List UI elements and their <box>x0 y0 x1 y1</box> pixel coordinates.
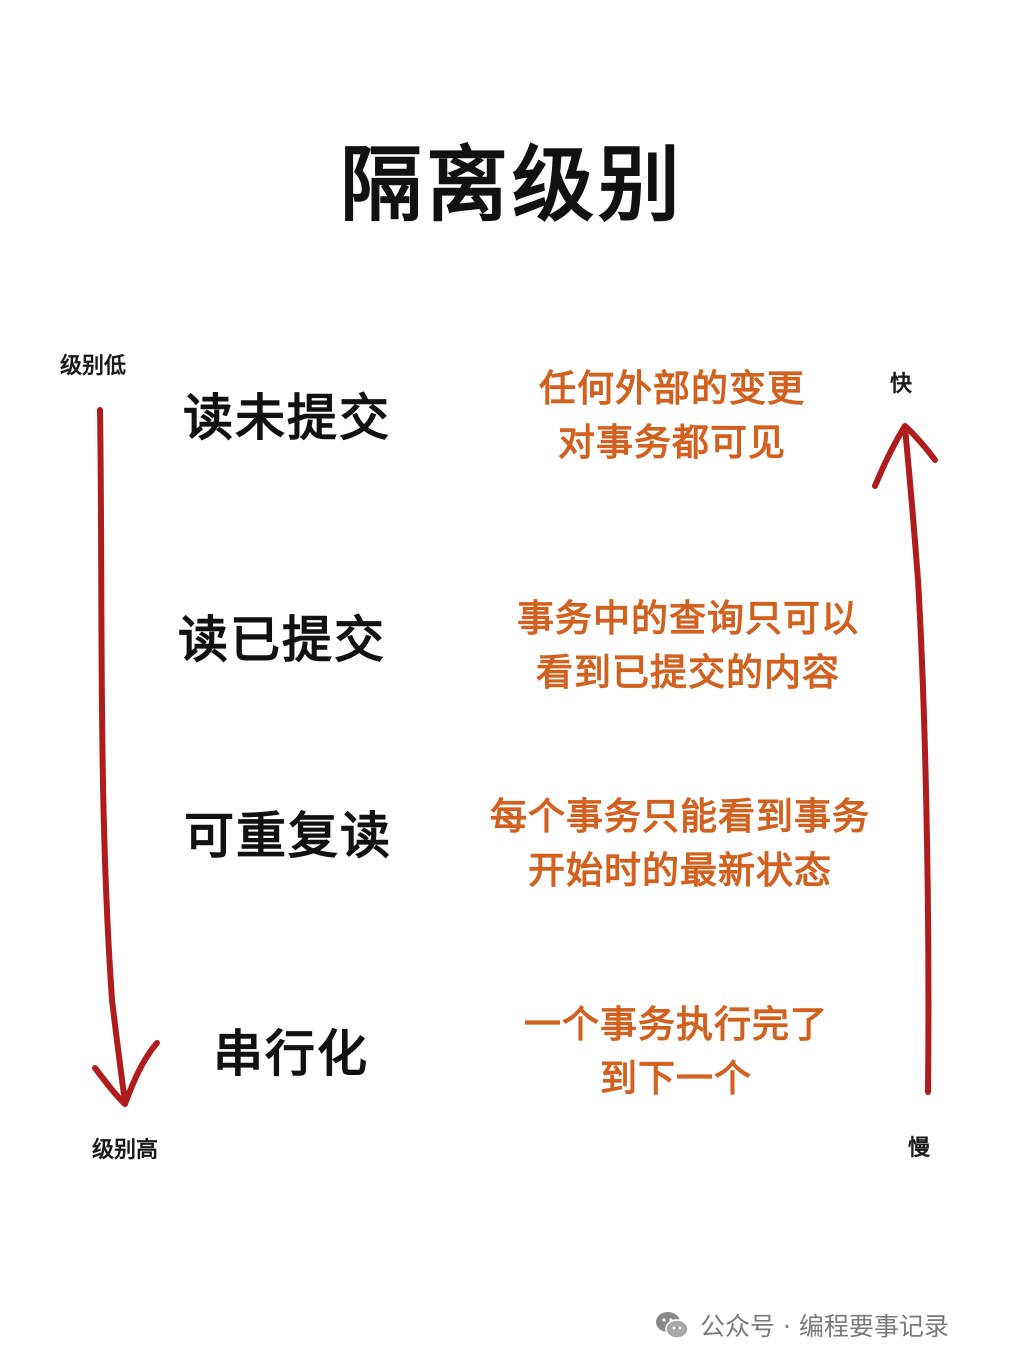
desc-line: 开始时的最新状态 <box>528 849 832 892</box>
level-name-read-committed: 读已提交 <box>178 611 386 669</box>
desc-line: 任何外部的变更 <box>539 367 805 410</box>
level-desc-read-committed: 事务中的查询只可以 看到已提交的内容 <box>468 592 908 700</box>
right-up-arrow <box>902 425 932 1095</box>
level-desc-repeatable-read: 每个事务只能看到事务 开始时的最新状态 <box>460 790 900 898</box>
left-axis-bottom-label: 级别高 <box>92 1138 159 1163</box>
right-axis-top-label: 快 <box>890 372 913 397</box>
left-arrow-head <box>92 1040 160 1107</box>
wechat-icon <box>656 1312 689 1339</box>
desc-line: 一个事务执行完了 <box>524 1003 828 1046</box>
desc-line: 对事务都可见 <box>558 421 786 464</box>
level-name-serializable: 串行化 <box>213 1025 369 1083</box>
level-name-repeatable-read: 可重复读 <box>184 807 392 865</box>
right-axis-bottom-label: 慢 <box>908 1136 931 1161</box>
level-name-read-uncommitted: 读未提交 <box>183 389 391 447</box>
left-down-arrow <box>97 407 128 1105</box>
desc-line: 事务中的查询只可以 <box>517 597 859 640</box>
level-desc-serializable: 一个事务执行完了 到下一个 <box>456 998 896 1106</box>
desc-line: 到下一个 <box>600 1057 752 1100</box>
watermark: 公众号 · 编程要事记录 <box>654 1305 949 1345</box>
left-axis-top-label: 级别低 <box>60 354 127 379</box>
page-title: 隔离级别 <box>339 138 684 233</box>
desc-line: 看到已提交的内容 <box>536 651 840 694</box>
level-desc-read-uncommitted: 任何外部的变更 对事务都可见 <box>452 362 892 470</box>
watermark-text: 公众号 · 编程要事记录 <box>700 1312 949 1341</box>
desc-line: 每个事务只能看到事务 <box>490 795 870 838</box>
right-arrow-head <box>872 423 938 489</box>
